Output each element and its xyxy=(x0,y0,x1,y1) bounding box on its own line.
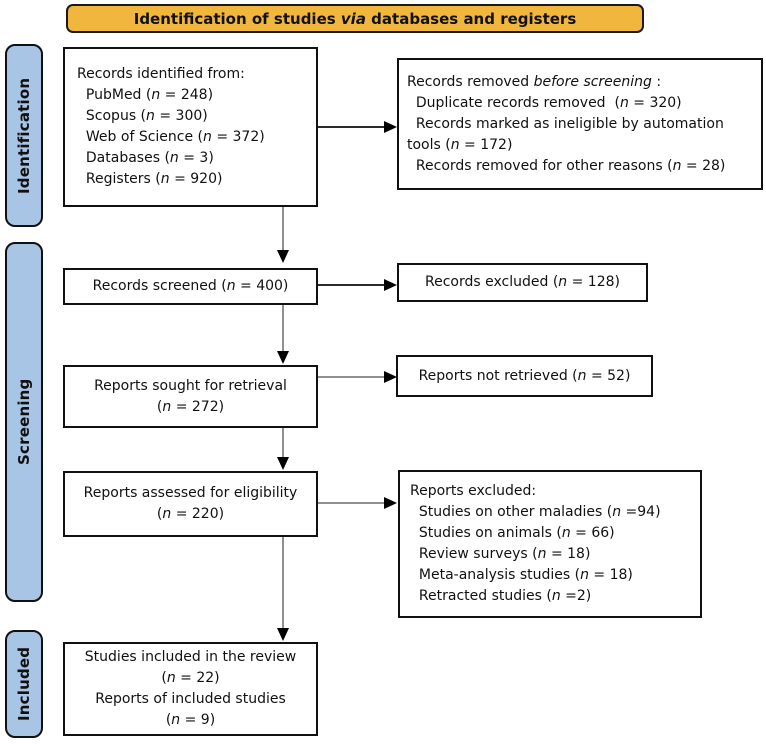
box-studies-included: Studies included in the review(n = 22)Re… xyxy=(63,642,318,736)
box-studies-included-text: Studies included in the review(n = 22)Re… xyxy=(84,649,297,728)
box-records-excluded-text: Records excluded (n = 128) xyxy=(425,274,620,290)
arrow-identified-to-removed-head xyxy=(384,121,397,133)
arrow-assessed-to-included-head xyxy=(277,628,289,641)
box-reports-excluded-text: Reports excluded: Studies on other malad… xyxy=(410,483,661,604)
arrow-sought-to-assessed-line xyxy=(282,428,284,457)
box-records-identified: Records identified from: PubMed (n = 248… xyxy=(63,47,318,207)
box-reports-sought: Reports sought for retrieval(n = 272) xyxy=(63,365,318,428)
arrow-screened-to-excluded-head xyxy=(384,279,397,291)
arrow-screened-to-sought-head xyxy=(277,351,289,364)
box-records-screened-text: Records screened (n = 400) xyxy=(92,278,289,294)
arrow-screened-to-sought-line xyxy=(282,305,284,351)
box-reports-excluded: Reports excluded: Studies on other malad… xyxy=(398,470,702,618)
arrow-assessed-to-included-line xyxy=(282,537,284,628)
box-records-identified-text: Records identified from: PubMed (n = 248… xyxy=(77,66,265,187)
stage-tab-screening: Screening xyxy=(5,242,43,602)
arrow-sought-to-not-retrieved-head xyxy=(384,371,397,383)
arrow-sought-to-assessed-head xyxy=(277,457,289,470)
box-records-removed-text: Records removed before screening : Dupli… xyxy=(407,73,729,174)
arrow-sought-to-not-retrieved-line xyxy=(318,376,385,378)
diagram-title-banner: Identification of studies via databases … xyxy=(66,4,644,33)
stage-label-screening: Screening xyxy=(15,378,33,466)
box-reports-not-retrieved-text: Reports not retrieved (n = 52) xyxy=(418,367,631,384)
box-reports-sought-text: Reports sought for retrieval(n = 272) xyxy=(94,377,287,415)
stage-tab-identification: Identification xyxy=(5,44,43,227)
arrow-identified-to-screened-head xyxy=(277,250,289,263)
box-records-excluded: Records excluded (n = 128) xyxy=(397,263,648,302)
box-records-removed: Records removed before screening : Dupli… xyxy=(397,58,763,190)
stage-tab-included: Included xyxy=(5,630,43,738)
arrow-identified-to-screened-line xyxy=(282,207,284,250)
stage-label-identification: Identification xyxy=(15,77,33,194)
stage-label-included: Included xyxy=(15,646,33,722)
box-records-screened: Records screened (n = 400) xyxy=(63,268,318,305)
box-reports-not-retrieved: Reports not retrieved (n = 52) xyxy=(396,355,653,397)
arrow-identified-to-removed-line xyxy=(318,126,385,128)
arrow-screened-to-excluded-line xyxy=(318,284,385,286)
diagram-title: Identification of studies via databases … xyxy=(133,9,577,28)
box-reports-assessed-text: Reports assessed for eligibility(n = 220… xyxy=(83,485,298,522)
arrow-assessed-to-reports-excluded-head xyxy=(384,497,397,509)
arrow-assessed-to-reports-excluded-line xyxy=(318,502,385,504)
box-reports-assessed: Reports assessed for eligibility(n = 220… xyxy=(63,471,318,537)
